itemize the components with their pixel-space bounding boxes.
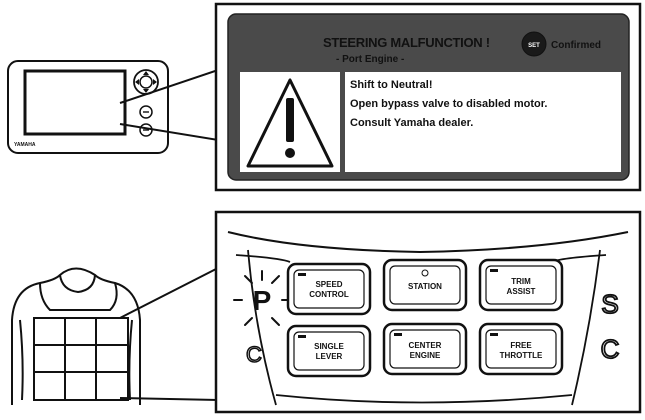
side-letter-c: C — [601, 334, 620, 364]
keypad-button-speed-control[interactable]: SPEED CONTROL — [286, 262, 372, 316]
set-button-label: SET — [528, 43, 540, 49]
keypad-frame — [214, 210, 642, 414]
side-letter-s: S — [601, 289, 618, 319]
set-button[interactable]: SET — [521, 31, 547, 57]
keypad-button-single-lever[interactable]: SINGLE LEVER — [286, 324, 372, 378]
keypad-button-center-engine[interactable]: CENTER ENGINE — [382, 322, 468, 376]
alert-title: STEERING MALFUNCTION ! — [323, 35, 490, 50]
minus-button[interactable] — [139, 105, 153, 119]
left-c-letter: C — [246, 342, 262, 367]
keypad-button-label: SINGLE — [314, 342, 344, 351]
confirmed-label: Confirmed — [551, 40, 601, 51]
keypad-housing-bottom — [275, 394, 573, 404]
home-button[interactable] — [139, 123, 153, 137]
keypad-button-label: CENTER — [409, 341, 442, 350]
alert-subtitle: - Port Engine - — [336, 54, 404, 65]
alert-message-box — [345, 72, 621, 172]
keypad-button-label: CONTROL — [309, 290, 349, 299]
keypad-button-label: FREE — [510, 341, 532, 350]
display-unit: YAMAHA — [7, 60, 169, 154]
keypad-button-label: ASSIST — [507, 287, 536, 296]
keypad-button-label: TRIM — [511, 277, 531, 286]
alert-message-2: Open bypass valve to disabled motor. — [350, 98, 547, 110]
keypad-button-station[interactable]: STATION — [382, 258, 468, 312]
keypad-button-label: STATION — [408, 282, 442, 291]
keypad-button-label: THROTTLE — [500, 351, 543, 360]
display-brand-logo: YAMAHA — [14, 142, 36, 148]
helm-callout-lines — [119, 266, 219, 402]
keypad-button-label: ENGINE — [410, 351, 441, 360]
dpad-control[interactable] — [133, 69, 159, 95]
alert-message-3: Consult Yamaha dealer. — [350, 117, 473, 129]
keypad-button-trim-assist[interactable]: TRIM ASSIST — [478, 258, 564, 312]
keypad-button-label: SPEED — [315, 280, 342, 289]
keypad-button-label: LEVER — [316, 352, 343, 361]
p-indicator-letter: P — [253, 285, 272, 316]
keypad-button-free-throttle[interactable]: FREE THROTTLE — [478, 322, 564, 376]
helm-console — [11, 267, 141, 405]
alert-message-1: Shift to Neutral! — [350, 79, 433, 91]
warning-triangle-icon — [240, 72, 340, 172]
